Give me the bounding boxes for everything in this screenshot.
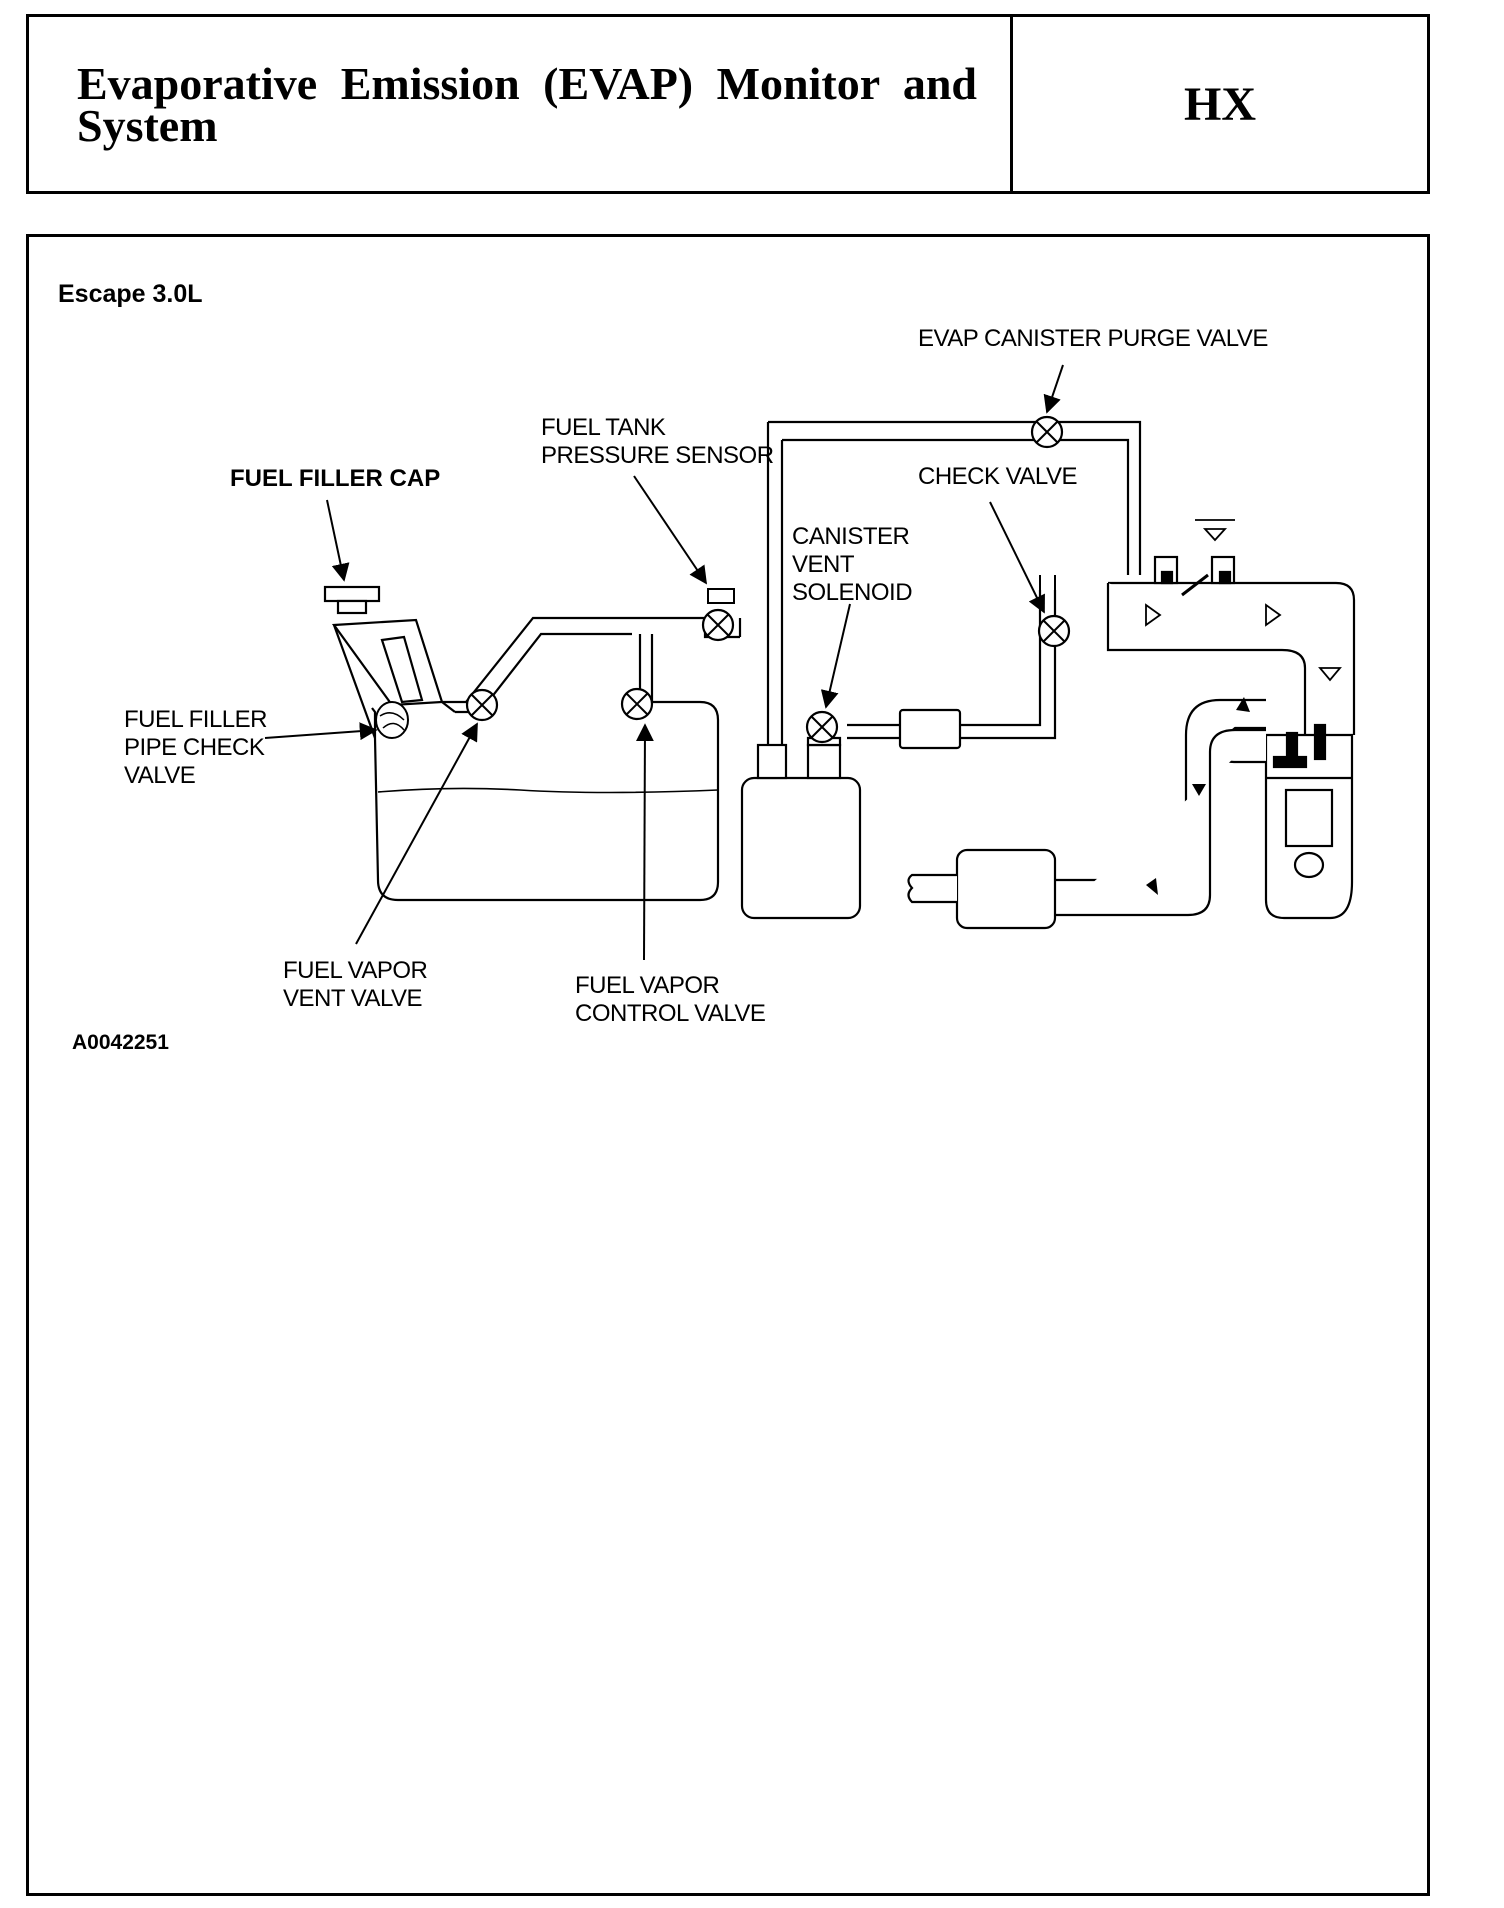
vapor-lines [441, 420, 1142, 745]
title-cell: Evaporative Emission (EVAP) Monitor and … [29, 17, 1013, 191]
diagram-labels: FUEL FILLER CAP FUEL FILLER PIPE CHECK V… [124, 325, 1268, 1027]
label-fuel-filler-pipe-check-valve-1: FUEL FILLER [124, 706, 267, 733]
label-fuel-vapor-vent-valve-2: VENT VALVE [283, 985, 422, 1012]
fuel-tank [371, 700, 720, 902]
label-evap-canister-purge-valve: EVAP CANISTER PURGE VALVE [918, 325, 1268, 352]
vapor-canister [740, 736, 862, 920]
figure-frame [26, 234, 1430, 1896]
label-fuel-tank-pressure-sensor-2: PRESSURE SENSOR [541, 442, 774, 469]
figure-variant: Escape 3.0L [58, 280, 203, 308]
label-fuel-filler-pipe-check-valve-3: VALVE [124, 762, 195, 789]
label-fuel-vapor-vent-valve-1: FUEL VAPOR [283, 957, 428, 984]
fuel-filler-pipe-check-valve-symbol [375, 701, 409, 739]
page-title: Evaporative Emission (EVAP) Monitor and … [77, 58, 977, 151]
label-fuel-filler-pipe-check-valve-2: PIPE CHECK [124, 734, 265, 761]
label-canister-vent-solenoid-1: CANISTER [792, 523, 910, 550]
canister-filter [898, 708, 962, 750]
leader-lines [264, 364, 1064, 961]
label-canister-vent-solenoid-2: VENT [792, 551, 855, 578]
page-header: Evaporative Emission (EVAP) Monitor and … [26, 14, 1430, 194]
flow-arrows [1145, 519, 1342, 895]
pressure-sensor-body [707, 588, 735, 604]
label-canister-vent-solenoid-3: SOLENOID [792, 579, 912, 606]
label-fuel-tank-pressure-sensor-1: FUEL TANK [541, 414, 666, 441]
label-fuel-vapor-control-valve-2: CONTROL VALVE [575, 1000, 765, 1027]
figure-id: A0042251 [72, 1031, 169, 1054]
label-check-valve: CHECK VALVE [918, 463, 1077, 490]
label-fuel-filler-cap: FUEL FILLER CAP [230, 465, 440, 492]
engine [1264, 723, 1354, 920]
label-fuel-vapor-control-valve-1: FUEL VAPOR [575, 972, 720, 999]
intake-manifold [1106, 555, 1356, 735]
exhaust-system [907, 698, 1266, 930]
section-code: HX [1184, 77, 1256, 131]
fuel-filler-pipe [323, 585, 444, 739]
